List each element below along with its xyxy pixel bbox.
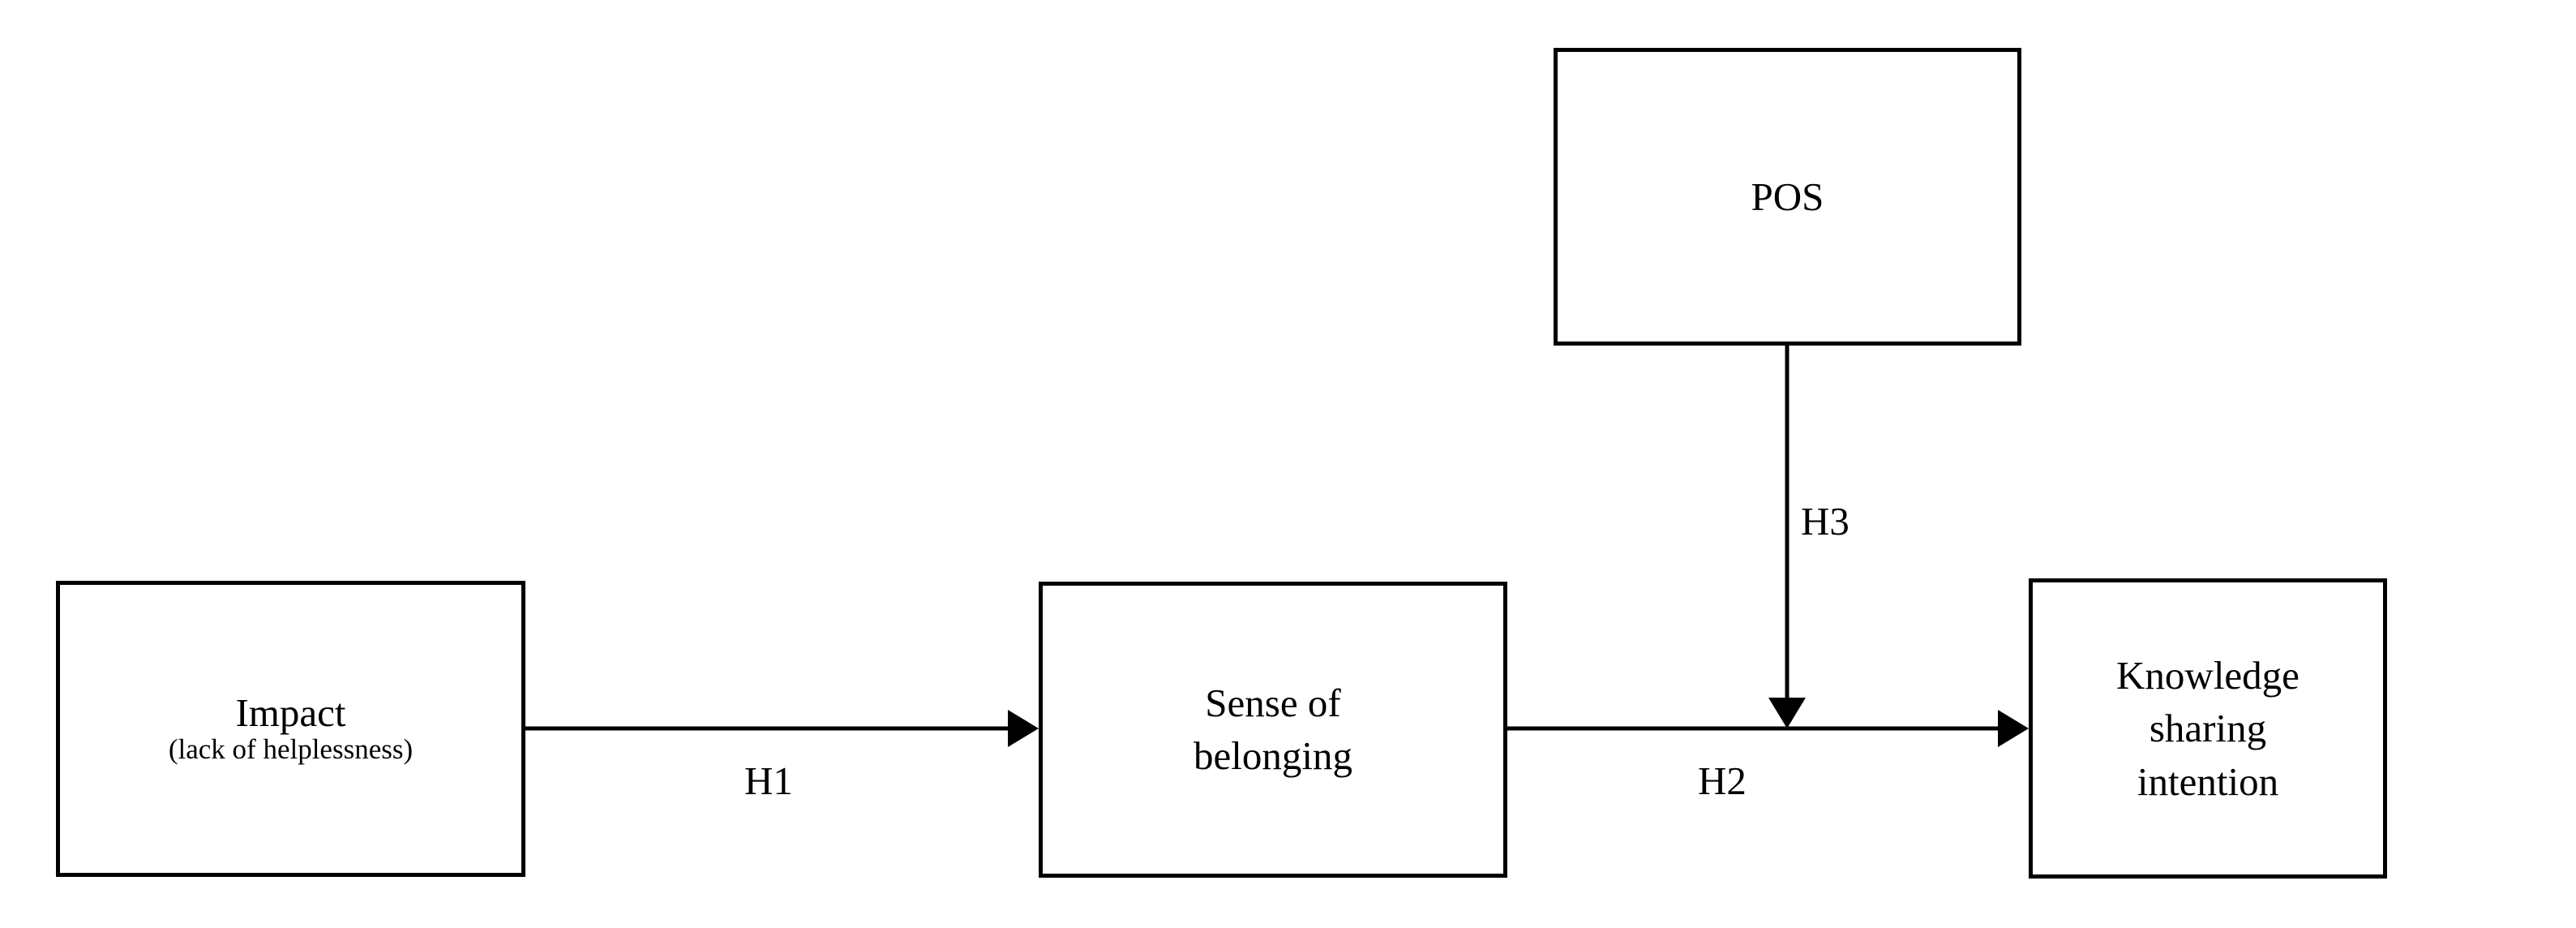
node-impact-text: Impact (lack of helplessness) bbox=[169, 693, 413, 765]
edge-h2-arrowhead bbox=[1998, 710, 2029, 747]
node-belonging-text: Sense of belonging bbox=[1194, 677, 1352, 782]
node-impact-label: Impact bbox=[235, 690, 346, 736]
node-intention-label: Knowledge sharing intention bbox=[2116, 653, 2300, 804]
node-pos-text: POS bbox=[1751, 174, 1824, 219]
edge-h3-arrowhead bbox=[1768, 698, 1806, 728]
edge-label-h2: H2 bbox=[1698, 758, 1747, 803]
node-impact-sublabel: (lack of helplessness) bbox=[168, 733, 414, 766]
node-sense-of-belonging[interactable]: Sense of belonging bbox=[1039, 582, 1507, 878]
node-intention-text: Knowledge sharing intention bbox=[2116, 649, 2300, 807]
edge-label-h1: H1 bbox=[744, 758, 793, 803]
edge-h1-arrowhead bbox=[1008, 710, 1039, 747]
node-pos-label: POS bbox=[1751, 174, 1824, 219]
edge-label-h3: H3 bbox=[1801, 499, 1849, 543]
node-pos[interactable]: POS bbox=[1554, 48, 2021, 346]
node-belonging-label: Sense of belonging bbox=[1194, 680, 1352, 778]
node-knowledge-sharing-intention[interactable]: Knowledge sharing intention bbox=[2029, 578, 2387, 879]
node-impact[interactable]: Impact (lack of helplessness) bbox=[56, 581, 525, 877]
